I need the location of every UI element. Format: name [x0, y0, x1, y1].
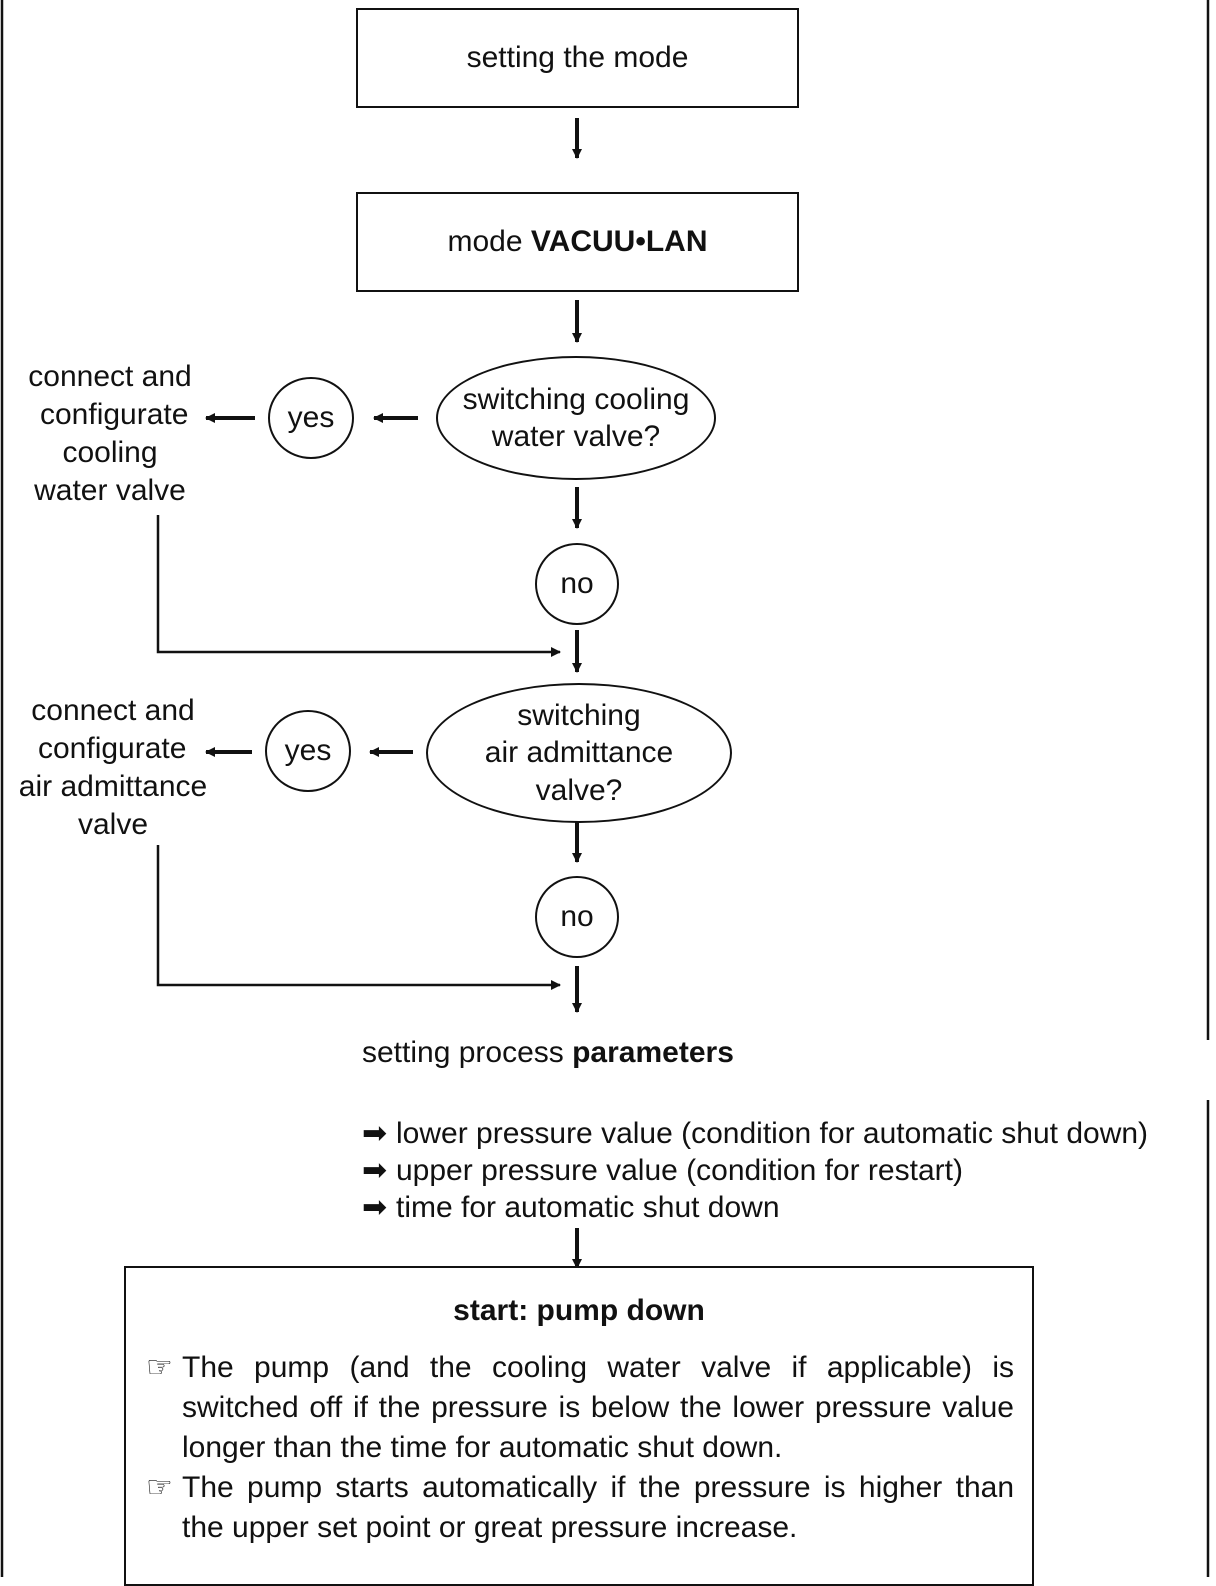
action-air-admittance-valve: connect and configurate air admittance v… [4, 692, 222, 844]
parameter-item-text: lower pressure value (condition for auto… [396, 1117, 1149, 1150]
pointing-hand-icon: ☞ [146, 1471, 173, 1504]
decision-air-line3: valve? [535, 773, 623, 807]
yes-circle-cooling: yes [268, 377, 354, 459]
decision-cooling-line1: switching cooling [462, 382, 690, 416]
start-pump-down-title: start: pump down [453, 1294, 705, 1327]
mode-vacuulan-box: mode VACUU•LAN [356, 192, 799, 292]
action-air-line: valve [77, 808, 149, 841]
mode-prefix: mode [447, 225, 531, 258]
arrow-bullet-icon: ➡ [362, 1154, 388, 1187]
return-line-cooling [156, 515, 561, 657]
start-note-text: The pump (and the cooling water valve if… [182, 1351, 1014, 1464]
setting-mode-label: setting the mode [466, 41, 689, 74]
decision-air-line1: switching [517, 698, 641, 732]
arrow-bullet-icon: ➡ [362, 1191, 388, 1224]
no-label-cooling: no [560, 567, 594, 600]
decision-cooling-water-valve: switching cooling water valve? [436, 356, 716, 480]
setting-mode-box: setting the mode [356, 8, 799, 108]
action-air-line: configurate [38, 732, 187, 765]
parameters-heading-bold: parameters [572, 1036, 734, 1069]
action-air-line: connect and [31, 694, 195, 727]
return-line-air [156, 845, 561, 990]
yes-label-air: yes [284, 734, 332, 767]
no-circle-air: no [535, 876, 619, 958]
parameters-heading: setting process parameters [362, 1036, 734, 1070]
parameter-item: ➡upper pressure value (condition for res… [362, 1153, 963, 1188]
mode-label: mode VACUU•LAN [448, 225, 708, 259]
parameter-item: ➡lower pressure value (condition for aut… [362, 1116, 1148, 1151]
action-cooling-line: configurate [40, 398, 189, 431]
start-note-item: ☞ The pump starts automatically if the p… [146, 1468, 1014, 1548]
start-note-item: ☞ The pump (and the cooling water valve … [146, 1348, 1014, 1468]
action-air-line: air admittance [18, 770, 208, 803]
parameters-heading-prefix: setting process [362, 1036, 573, 1069]
action-cooling-water-valve: connect and configurate cooling water va… [10, 358, 210, 510]
action-cooling-line: connect and [28, 360, 192, 393]
no-label-air: no [560, 900, 594, 933]
decision-air-line2: air admittance [484, 736, 674, 770]
decision-cooling-line2: water valve? [491, 420, 661, 453]
no-circle-cooling: no [535, 543, 619, 625]
parameter-item: ➡time for automatic shut down [362, 1190, 780, 1225]
decision-air-admittance-valve: switching air admittance valve? [426, 683, 732, 823]
yes-label-cooling: yes [287, 401, 335, 434]
parameter-item-text: time for automatic shut down [396, 1191, 780, 1224]
mode-name: VACUU•LAN [530, 225, 708, 258]
yes-circle-air: yes [265, 710, 351, 792]
action-cooling-line: cooling [62, 436, 158, 469]
arrow-bullet-icon: ➡ [362, 1117, 388, 1150]
parameter-item-text: upper pressure value (condition for rest… [396, 1154, 963, 1187]
start-pump-down-box: start: pump down ☞ The pump (and the coo… [124, 1266, 1034, 1586]
start-note-text: The pump starts automatically if the pre… [182, 1471, 1014, 1544]
pointing-hand-icon: ☞ [146, 1351, 173, 1384]
action-cooling-line: water valve [34, 474, 186, 507]
